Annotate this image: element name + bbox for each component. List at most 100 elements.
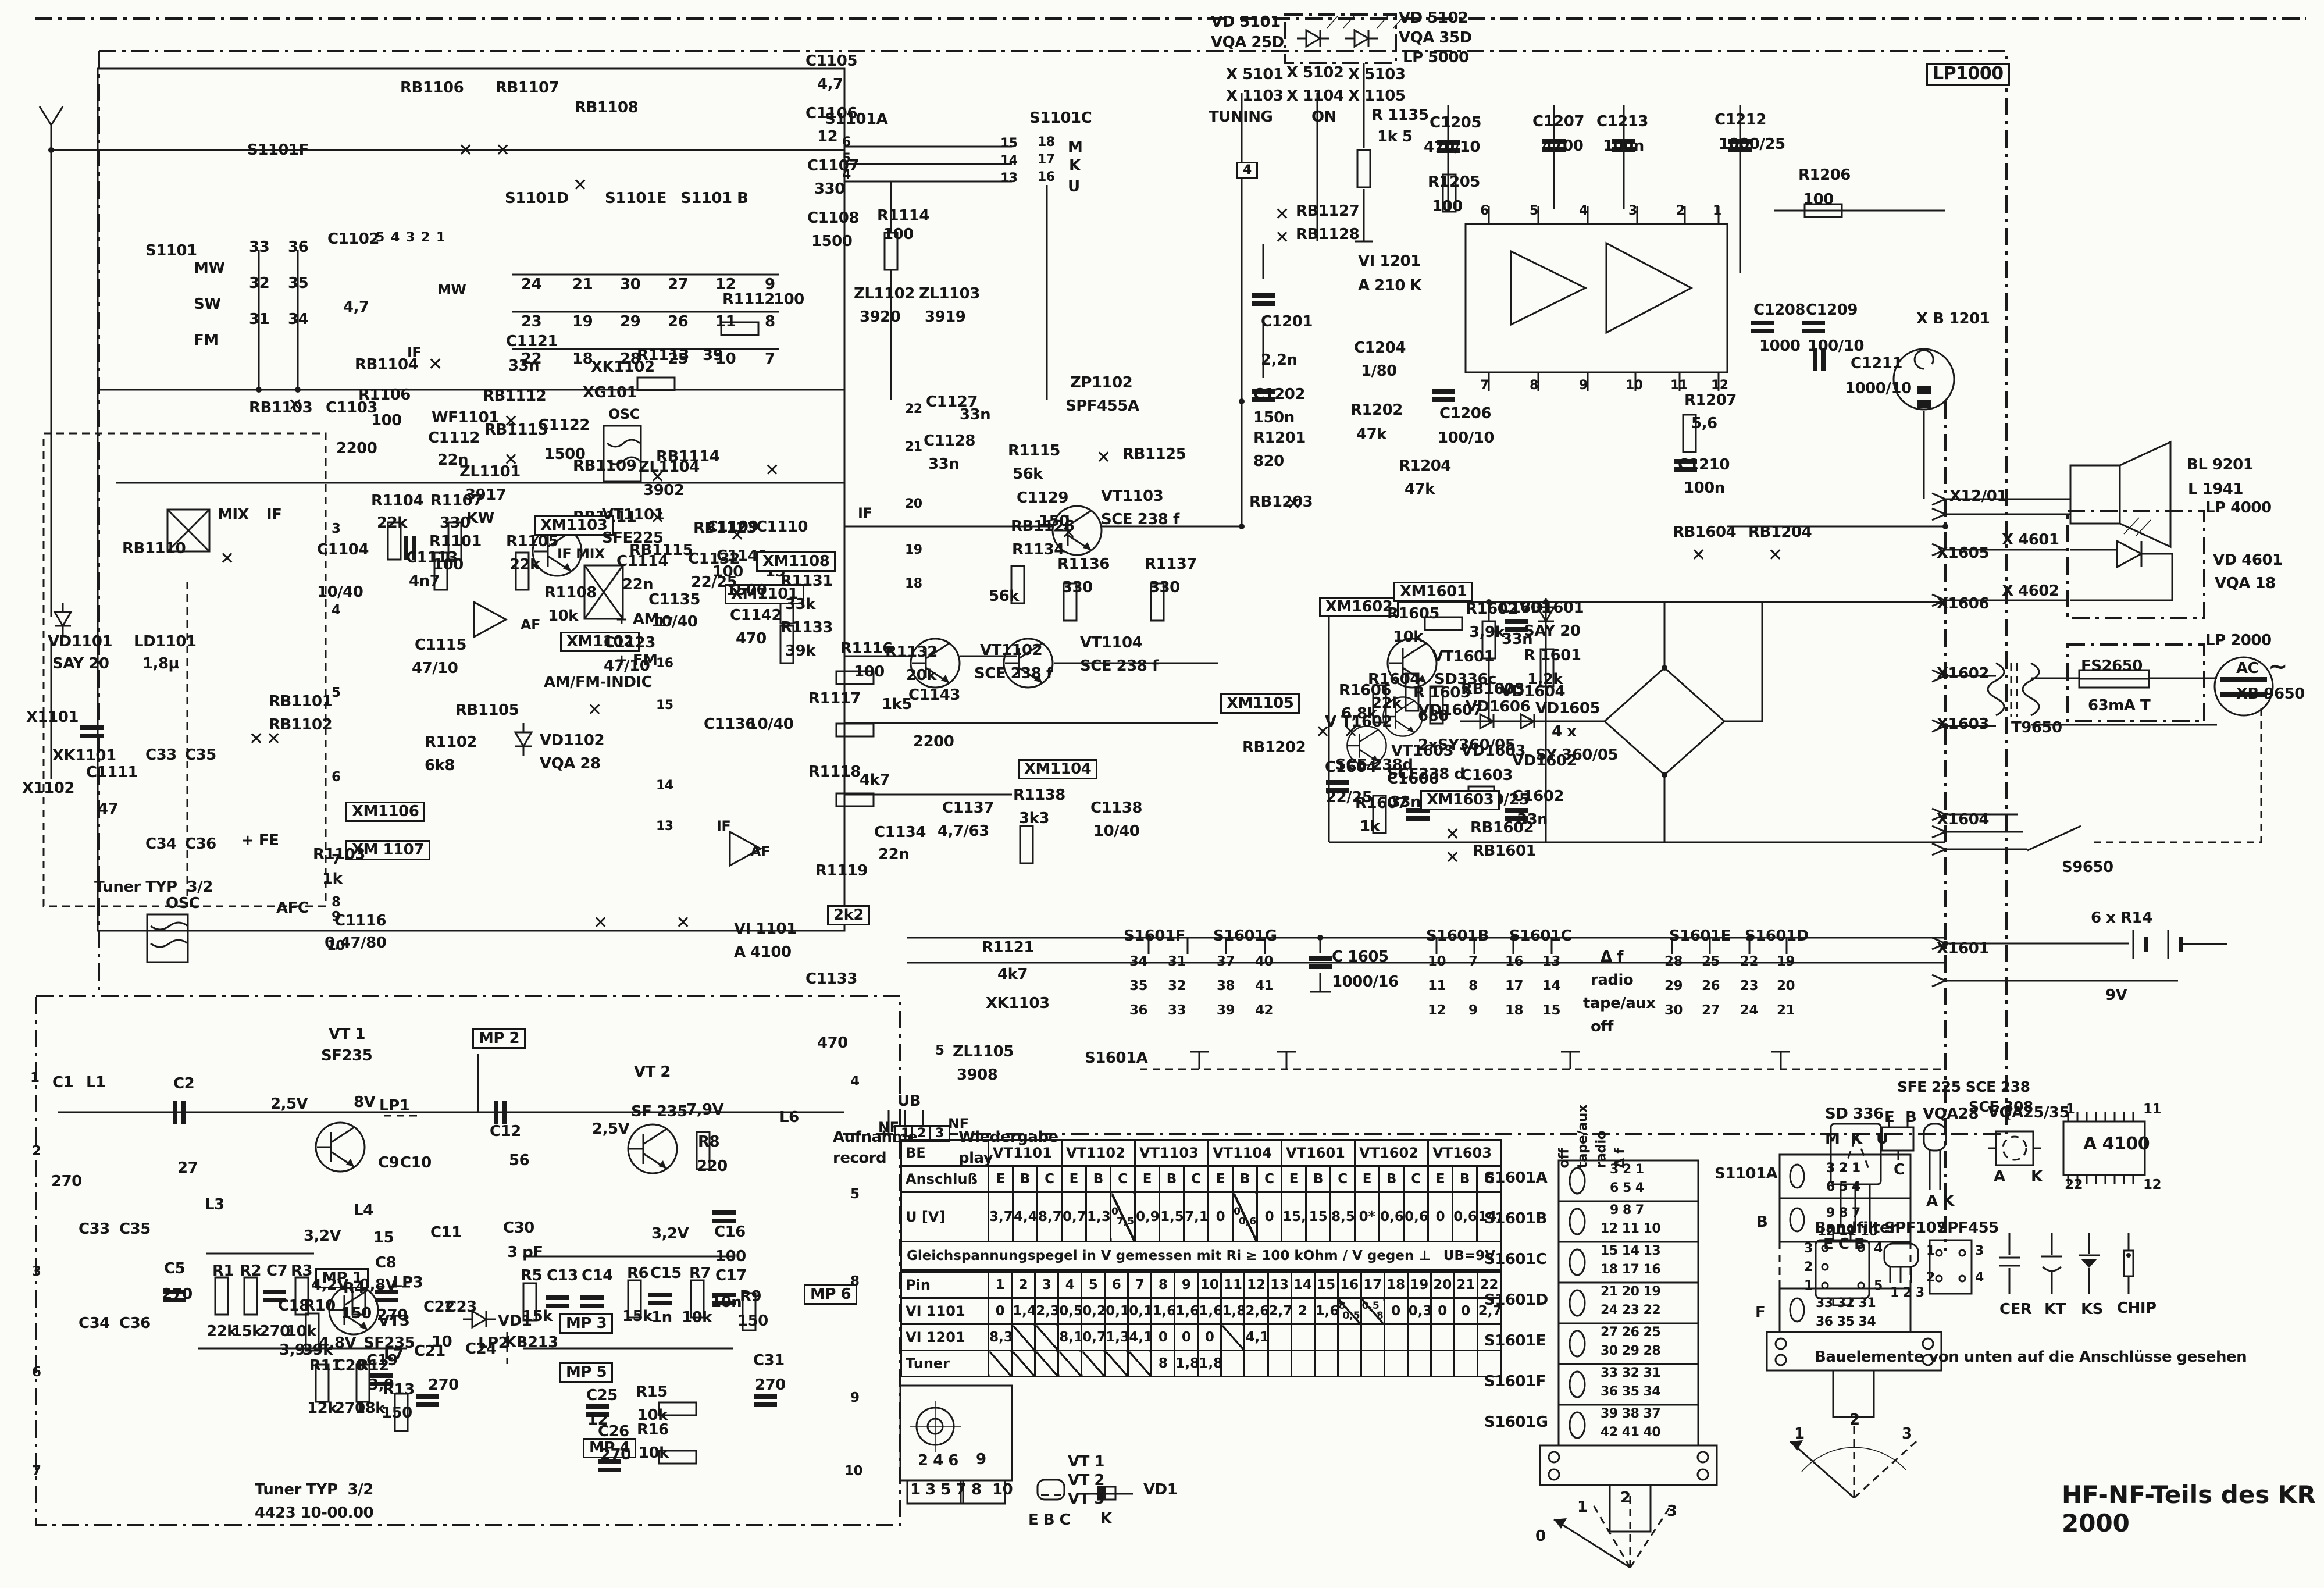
page-title: HF-NF-Teils des KR 2000	[2062, 1480, 2316, 1537]
schematic-label: X B 1201	[1916, 310, 1990, 327]
schematic-label: 42 41 40	[1601, 1425, 1661, 1440]
schematic-label: AF	[750, 843, 770, 860]
schematic-label: 1	[1926, 1244, 1935, 1258]
schematic-label: R1207	[1684, 391, 1737, 409]
schematic-label: record	[833, 1149, 887, 1167]
schematic-label: Tuner TYP 3/2	[255, 1481, 373, 1498]
schematic-label: C21	[414, 1343, 445, 1360]
voltage-cell: BE	[900, 1139, 989, 1167]
schematic-label: C22	[423, 1298, 455, 1316]
voltage-cell: 0,1	[1127, 1297, 1153, 1325]
schematic-label: 14	[1542, 978, 1561, 994]
schematic-label: C1208	[1753, 301, 1805, 319]
schematic-label: K	[2031, 1168, 2043, 1185]
voltage-cell: 4	[1057, 1271, 1083, 1299]
schematic-label: C1128	[924, 432, 975, 450]
schematic-label: KB213	[505, 1334, 558, 1351]
schematic-label: 7,9V	[686, 1101, 724, 1119]
voltage-cell: 1,6	[1197, 1297, 1222, 1325]
schematic-label: 10k	[286, 1323, 316, 1340]
schematic-label: C19	[366, 1352, 398, 1369]
schematic-label: R1114	[877, 207, 929, 225]
schematic-label: 330	[1149, 579, 1180, 596]
schematic-label: S1101 B	[680, 190, 748, 207]
schematic-label: 220	[697, 1158, 728, 1175]
schematic-label: off	[1556, 1148, 1572, 1169]
voltage-cell: B	[1305, 1165, 1332, 1193]
schematic-label: SF235	[321, 1047, 373, 1064]
schematic-label: SPF455	[1937, 1219, 1999, 1237]
schematic-label: 4,2V	[311, 1276, 349, 1294]
schematic-label: 10	[432, 1333, 452, 1351]
voltage-cell	[1406, 1323, 1432, 1351]
schematic-label: R1119	[815, 862, 868, 880]
schematic-label: 0,8V	[359, 1276, 397, 1294]
schematic-label: M	[1068, 138, 1083, 156]
schematic-label: 1k5	[882, 696, 912, 713]
schematic-label: 1 2 3	[1890, 1286, 1924, 1300]
schematic-label: 33k	[785, 596, 815, 613]
schematic-label: C9	[378, 1154, 400, 1172]
schematic-label: VD1101	[48, 633, 113, 650]
voltage-cell: 1	[988, 1271, 1013, 1299]
schematic-label: Bauelemente von unten auf die Anschlüsse…	[1815, 1348, 2247, 1366]
voltage-cell	[1476, 1323, 1502, 1351]
schematic-label: C15	[650, 1265, 682, 1282]
schematic-label: X 4601	[2002, 531, 2059, 549]
schematic-label: VT1101	[602, 506, 665, 524]
schematic-label: R1202	[1350, 401, 1403, 419]
schematic-label: R15	[636, 1383, 668, 1401]
schematic-label: 24 23 22	[1601, 1303, 1661, 1318]
schematic-label: 33 32 31	[1816, 1296, 1876, 1311]
schematic-label: 2	[1676, 204, 1685, 218]
schematic-label: 3,2V	[651, 1225, 689, 1242]
schematic-label: 6,8k	[1341, 705, 1377, 722]
voltage-cell: 10	[1197, 1271, 1222, 1299]
schematic-label: XK1102	[591, 358, 655, 376]
voltage-cell	[1453, 1323, 1478, 1351]
voltage-cell	[988, 1350, 1013, 1377]
schematic-label: C33	[145, 746, 177, 764]
schematic-label: R1121	[982, 939, 1034, 956]
schematic-label: 15	[373, 1229, 394, 1247]
schematic-label: IF	[407, 344, 422, 361]
schematic-label: R1605	[1387, 605, 1439, 622]
schematic-label: XM1106	[345, 802, 426, 822]
voltage-cell	[1243, 1350, 1269, 1377]
schematic-label: IF	[717, 818, 731, 834]
schematic-label: 22/25	[1326, 789, 1373, 806]
schematic-label: 21	[905, 440, 922, 454]
schematic-label: 36 35 34	[1816, 1315, 1876, 1329]
schematic-label: SY 360/05	[1535, 746, 1619, 764]
schematic-label: C18	[278, 1297, 309, 1315]
schematic-label: 150	[737, 1312, 768, 1330]
schematic-label: XM1601	[1393, 582, 1474, 602]
schematic-label: 33	[1168, 1003, 1186, 1018]
schematic-label: R1132	[885, 643, 938, 661]
schematic-label: 470	[736, 630, 767, 647]
schematic-label: ZL1105	[953, 1043, 1014, 1060]
schematic-label: VI 1201	[1358, 252, 1421, 270]
schematic-label: 3	[406, 230, 415, 245]
voltage-cell: 0,7	[1061, 1191, 1088, 1242]
schematic-label: MW	[194, 259, 225, 277]
schematic-label: VI 1101	[734, 920, 797, 938]
schematic-label: R12	[357, 1357, 389, 1375]
schematic-label: 9	[765, 276, 775, 293]
voltage-cell: VT1103	[1134, 1139, 1210, 1167]
schematic-label: 16	[656, 656, 673, 671]
schematic-label: RB1112	[483, 387, 547, 405]
schematic-label: RB1108	[575, 99, 639, 116]
schematic-label: UB	[897, 1092, 921, 1110]
schematic-label: ✕	[593, 913, 608, 933]
schematic-label: Δ f	[1612, 1148, 1628, 1169]
schematic-label: 10n	[711, 1294, 742, 1311]
schematic-label: 4	[842, 168, 851, 182]
schematic-label: 4,8V	[319, 1334, 357, 1352]
schematic-label: RB1127	[1296, 202, 1360, 220]
schematic-label: C1138	[1090, 799, 1142, 817]
schematic-label: 10/40	[317, 583, 363, 601]
schematic-label: V T1602	[1325, 713, 1392, 731]
schematic-label: 10/40	[1093, 823, 1140, 840]
